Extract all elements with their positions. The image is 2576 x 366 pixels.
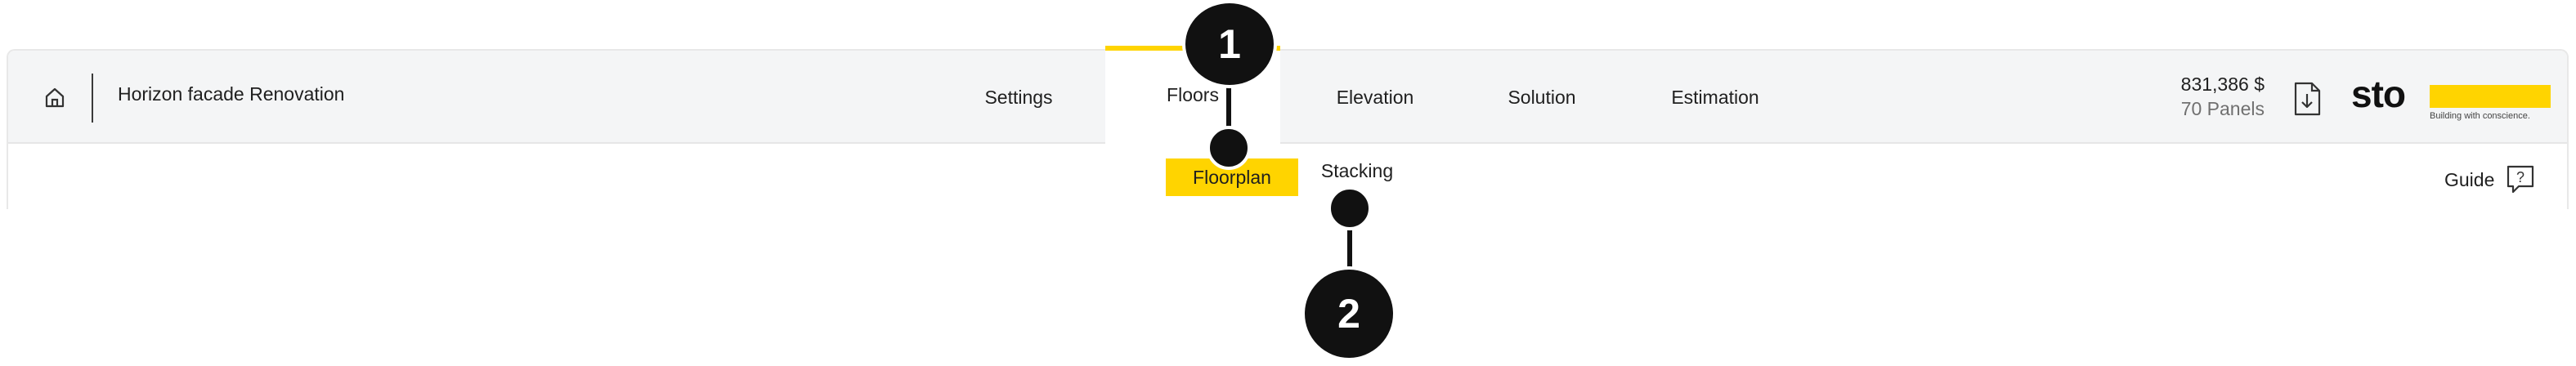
download-document-icon [2294,82,2321,116]
logo-tagline: Building with conscience. [2430,111,2530,121]
top-navigation-bar: Horizon facade Renovation Settings Floor… [8,46,2567,144]
download-button[interactable] [2292,82,2322,116]
tab-elevation[interactable]: Elevation [1336,86,1414,108]
subtab-floorplan[interactable]: Floorplan [1166,158,1298,196]
panel-count: 70 Panels [2180,98,2265,119]
svg-text:?: ? [2516,169,2524,185]
header-divider [92,74,93,123]
callout-2-connector [1347,206,1352,288]
guide-button[interactable]: Guide ? [2444,162,2535,198]
total-price: 831,386 $ [2180,74,2265,95]
callout-2-badge: 2 [1301,266,1396,361]
brand-logo: sto Building with conscience. [2351,75,2556,121]
help-question-icon: ? [2507,165,2534,194]
home-button[interactable] [39,82,70,113]
tab-floors-label: Floors [1167,83,1219,105]
tab-solution[interactable]: Solution [1508,86,1576,108]
callout-1-badge: 1 [1182,0,1277,88]
tab-settings[interactable]: Settings [984,86,1053,108]
callout-1-pointer [1207,126,1251,170]
callout-2-pointer [1328,186,1372,230]
logo-wordmark: sto [2351,73,2406,115]
logo-yellow-bar [2430,85,2551,108]
tab-estimation[interactable]: Estimation [1671,86,1759,108]
app-window: Horizon facade Renovation Settings Floor… [7,46,2569,209]
callout-1-connector [1226,65,1231,147]
home-icon [45,87,65,108]
guide-label: Guide [2444,168,2495,190]
price-summary: 831,386 $ 70 Panels [2101,72,2265,121]
project-title: Horizon facade Renovation [118,83,345,105]
subtab-stacking[interactable]: Stacking [1320,159,1394,181]
